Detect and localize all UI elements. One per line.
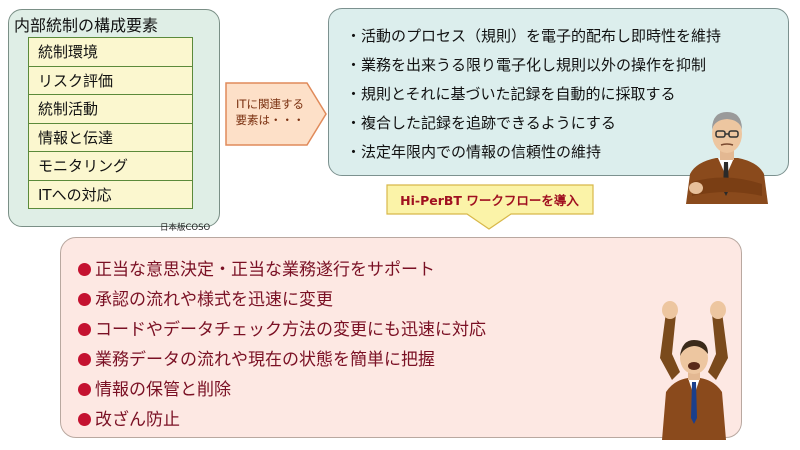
coso-source-label: 日本版COSO — [160, 223, 211, 233]
requirement-item: ・複合した記録を追跡できるようにする — [346, 114, 616, 132]
benefit-text: 業務データの流れや現在の状態を簡単に把握 — [95, 350, 435, 370]
coso-components-table: 統制環境 リスク評価 統制活動 情報と伝達 モニタリング ITへの対応 — [28, 37, 193, 209]
right-arrow-callout — [225, 82, 327, 146]
coso-title: 内部統制の構成要素 — [14, 16, 159, 35]
requirements-box — [328, 8, 789, 176]
coso-item: 情報と伝達 — [28, 122, 193, 152]
bullet-dot-icon — [78, 383, 91, 396]
callout-line-1: ITに関連する — [236, 97, 304, 111]
bullet-dot-icon — [78, 263, 91, 276]
cheering-businessman-illustration — [660, 301, 728, 440]
coso-item: 統制活動 — [28, 94, 193, 124]
workflow-banner-label: Hi-PerBT ワークフローを導入 — [400, 193, 579, 208]
bullet-dot-icon — [78, 323, 91, 336]
benefit-text: コードやデータチェック方法の変更にも迅速に対応 — [95, 320, 486, 340]
requirement-item: ・法定年限内での情報の信頼性の維持 — [346, 143, 602, 161]
benefit-item: 改ざん防止 — [78, 405, 180, 430]
requirement-item: ・規則とそれに基づいた記録を自動的に採取する — [346, 85, 676, 103]
benefit-item: 情報の保管と削除 — [78, 375, 231, 400]
callout-text: ITに関連する 要素は・・・ — [229, 96, 311, 128]
benefit-text: 改ざん防止 — [95, 410, 180, 430]
bullet-dot-icon — [78, 353, 91, 366]
requirement-item: ・活動のプロセス（規則）を電子的配布し即時性を維持 — [346, 27, 722, 45]
benefit-text: 正当な意思決定・正当な業務遂行をサポート — [95, 260, 435, 280]
coso-item: 統制環境 — [28, 37, 193, 67]
coso-item: リスク評価 — [28, 65, 193, 95]
benefit-text: 承認の流れや様式を迅速に変更 — [95, 290, 333, 310]
benefit-item: 業務データの流れや現在の状態を簡単に把握 — [78, 345, 435, 370]
benefits-box — [60, 237, 742, 438]
requirement-item: ・業務を出来うる限り電子化し規則以外の操作を抑制 — [346, 56, 707, 74]
bullet-dot-icon — [78, 413, 91, 426]
coso-item: ITへの対応 — [28, 179, 193, 209]
benefit-item: コードやデータチェック方法の変更にも迅速に対応 — [78, 315, 486, 340]
coso-item: モニタリング — [28, 151, 193, 181]
bullet-dot-icon — [78, 293, 91, 306]
workflow-banner-arrow — [386, 184, 594, 230]
benefit-text: 情報の保管と削除 — [95, 380, 231, 400]
thinking-businessman-illustration — [686, 112, 768, 204]
benefit-item: 承認の流れや様式を迅速に変更 — [78, 285, 333, 310]
callout-line-2: 要素は・・・ — [235, 113, 305, 127]
benefit-item: 正当な意思決定・正当な業務遂行をサポート — [78, 255, 435, 280]
